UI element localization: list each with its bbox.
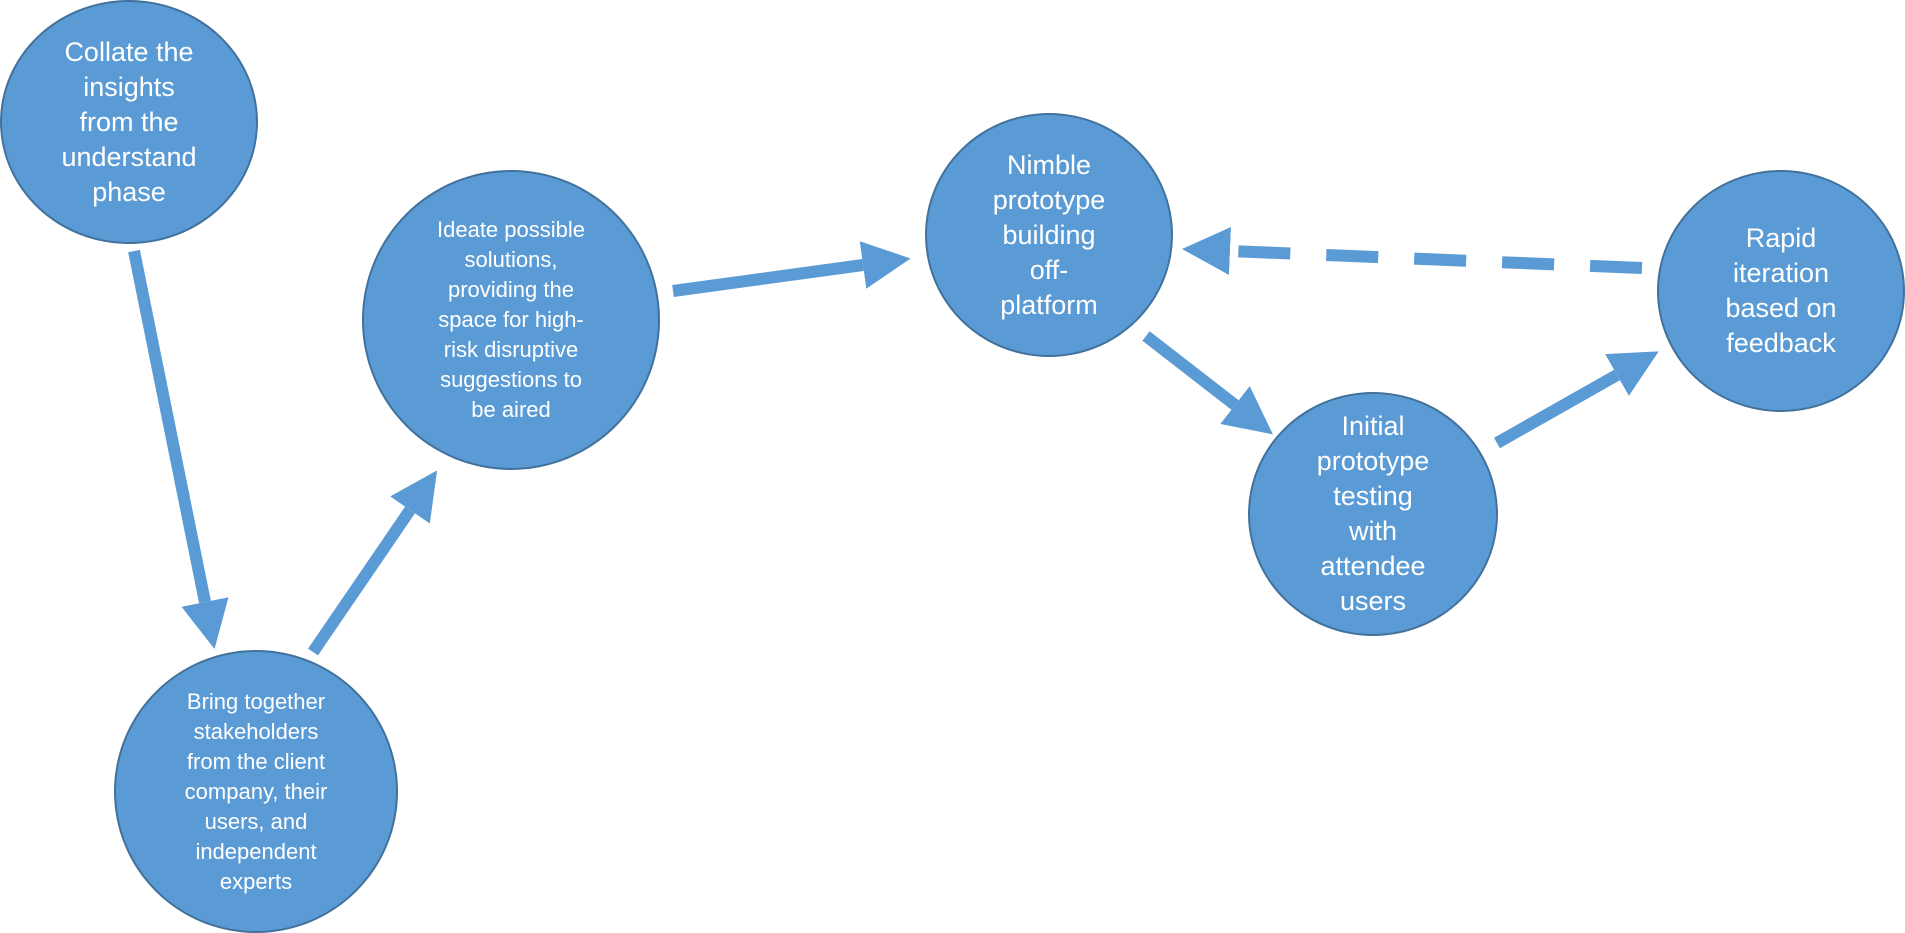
arrow-n5-to-n6 — [1494, 351, 1659, 449]
node-initial-prototype-testing-label: Initial prototype testing with attendee … — [1316, 411, 1430, 616]
node-rapid-iteration: Rapid iteration based on feedback — [1657, 170, 1905, 412]
node-collate-insights: Collate the insights from the understand… — [0, 0, 258, 244]
arrow-n1-to-n2 — [128, 249, 229, 650]
arrow-n6-to-n4-dashed — [1182, 227, 1643, 275]
arrow-n2-to-n3 — [308, 470, 438, 656]
node-nimble-prototype-label: Nimble prototype building off- platform — [992, 149, 1106, 320]
arrow-n3-to-n4 — [672, 241, 911, 297]
arrow-n4-to-n5 — [1142, 331, 1273, 435]
node-collate-insights-label: Collate the insights from the understand… — [61, 36, 197, 207]
node-bring-together-stakeholders-label: Bring together stakeholders from the cli… — [184, 688, 328, 894]
node-initial-prototype-testing: Initial prototype testing with attendee … — [1248, 392, 1498, 636]
node-bring-together-stakeholders: Bring together stakeholders from the cli… — [114, 650, 398, 933]
node-rapid-iteration-label: Rapid iteration based on feedback — [1725, 223, 1837, 358]
node-ideate-solutions: Ideate possible solutions, providing the… — [362, 170, 660, 470]
node-nimble-prototype: Nimble prototype building off- platform — [925, 113, 1173, 357]
node-ideate-solutions-label: Ideate possible solutions, providing the… — [437, 217, 585, 422]
